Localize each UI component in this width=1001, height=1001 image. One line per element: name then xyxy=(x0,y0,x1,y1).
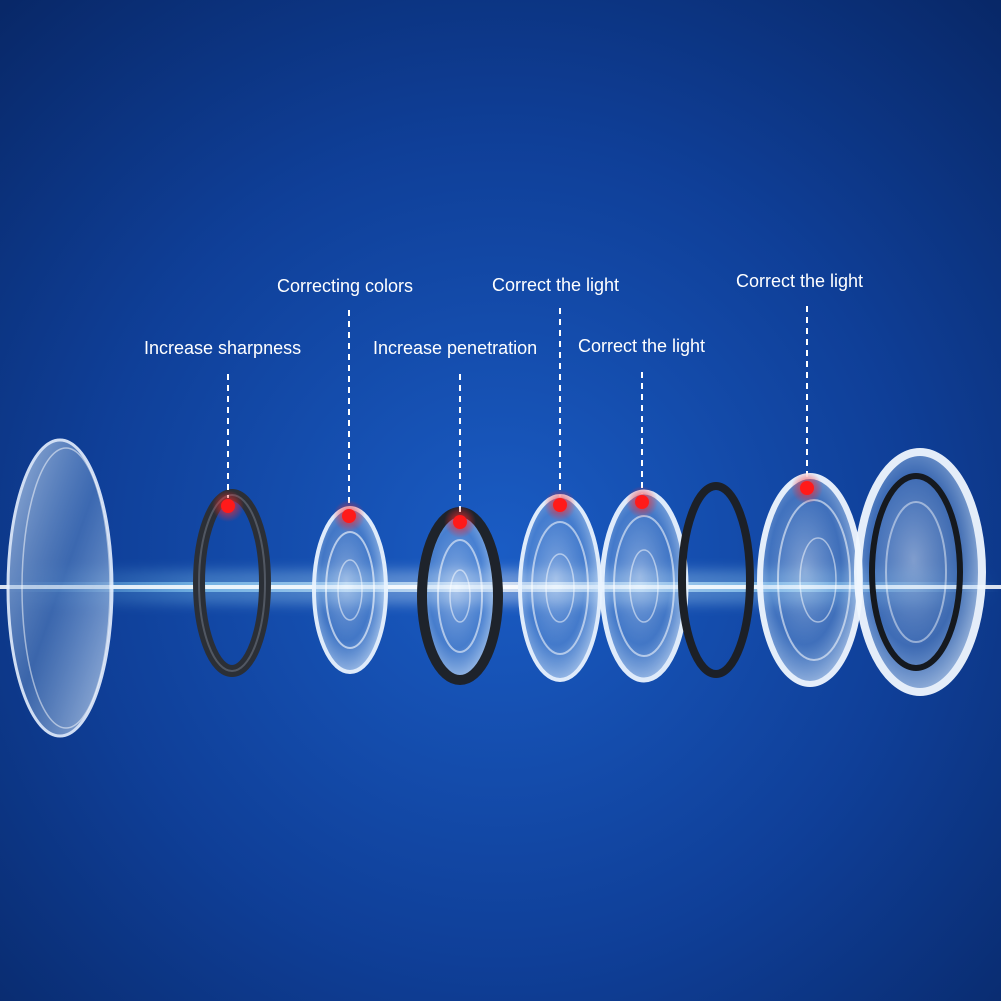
callout-correct-the-light-2: Correct the light xyxy=(578,336,705,518)
callout-label: Correct the light xyxy=(736,271,863,291)
callout-correct-the-light-3: Correct the light xyxy=(736,271,863,504)
marker-dot xyxy=(635,495,649,509)
lens-1 xyxy=(312,506,388,674)
callout-label: Increase penetration xyxy=(373,338,537,358)
marker-dot xyxy=(221,499,235,513)
rear-lens xyxy=(854,448,986,696)
marker-dot xyxy=(342,509,356,523)
lens-5 xyxy=(757,473,863,687)
front-glass-plate xyxy=(6,438,114,738)
lens-2 xyxy=(417,507,503,685)
callout-label: Correct the light xyxy=(578,336,705,356)
marker-dot xyxy=(453,515,467,529)
callout-increase-sharpness: Increase sharpness xyxy=(144,338,301,522)
callout-label: Increase sharpness xyxy=(144,338,301,358)
black-ring-2 xyxy=(678,482,754,678)
lens-3 xyxy=(518,494,602,682)
lens-4 xyxy=(599,489,689,683)
callout-increase-penetration: Increase penetration xyxy=(373,338,537,538)
callout-correcting-colors: Correcting colors xyxy=(277,276,413,532)
callout-correct-the-light-1: Correct the light xyxy=(492,275,619,521)
callout-label: Correct the light xyxy=(492,275,619,295)
marker-dot xyxy=(553,498,567,512)
callout-label: Correcting colors xyxy=(277,276,413,296)
marker-dot xyxy=(800,481,814,495)
